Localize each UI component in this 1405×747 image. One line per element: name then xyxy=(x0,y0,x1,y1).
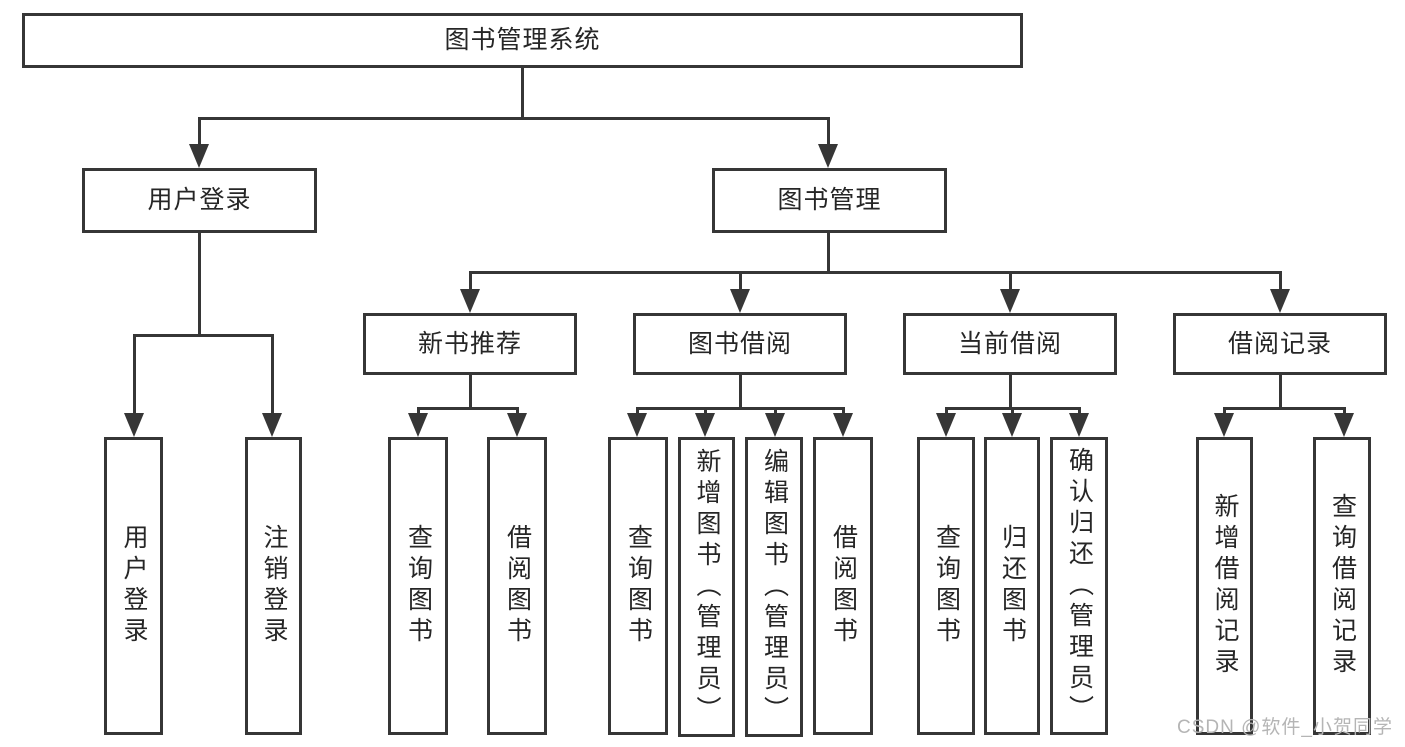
arrow-down-icon xyxy=(1270,289,1290,313)
arrow-down-icon xyxy=(507,413,527,437)
leaf-records-add-borrow-record-label: 新增借阅记录 xyxy=(1211,493,1239,679)
node-root: 图书管理系统 xyxy=(22,13,1023,68)
arrow-down-icon xyxy=(695,413,715,437)
connector-bar xyxy=(636,407,845,410)
node-root-label: 图书管理系统 xyxy=(444,26,601,54)
leaf-user-login: 用户登录 xyxy=(104,437,163,735)
connector-bar xyxy=(133,334,274,337)
arrow-down-icon xyxy=(936,413,956,437)
leaf-records-add-borrow-record: 新增借阅记录 xyxy=(1196,437,1253,735)
node-book-management-label: 图书管理 xyxy=(777,186,882,214)
arrow-down-icon xyxy=(262,413,282,437)
connector-stem xyxy=(1009,375,1012,408)
leaf-logout: 注销登录 xyxy=(245,437,302,735)
arrow-down-icon xyxy=(627,413,647,437)
node-new-book-recommend-label: 新书推荐 xyxy=(417,329,522,358)
connector-bar xyxy=(469,271,1282,274)
arrow-down-icon xyxy=(765,413,785,437)
leaf-borrow-edit-books-admin: 编辑图书（管理员） xyxy=(745,437,803,737)
arrow-down-icon xyxy=(460,289,480,313)
connector-bar xyxy=(417,407,519,410)
arrow-down-icon xyxy=(124,413,144,437)
connector-drop xyxy=(827,117,830,150)
leaf-current-confirm-return-admin-label: 确认归还（管理员） xyxy=(1065,446,1094,726)
leaf-current-confirm-return-admin: 确认归还（管理员） xyxy=(1050,437,1108,735)
arrow-down-icon xyxy=(818,144,838,168)
leaf-logout-label: 注销登录 xyxy=(260,524,288,648)
node-borrow-records-label: 借阅记录 xyxy=(1227,329,1332,358)
node-current-borrow-label: 当前借阅 xyxy=(957,329,1062,358)
connector-stem xyxy=(198,233,201,335)
leaf-borrow-query-books-label: 查询图书 xyxy=(624,524,653,648)
leaf-current-query-books-label: 查询图书 xyxy=(932,524,961,648)
connector-drop xyxy=(271,334,274,419)
arrow-down-icon xyxy=(1334,413,1354,437)
arrow-down-icon xyxy=(189,144,209,168)
node-current-borrow: 当前借阅 xyxy=(903,313,1117,375)
arrow-down-icon xyxy=(730,289,750,313)
leaf-borrow-borrow-books-label: 借阅图书 xyxy=(829,524,858,648)
connector-stem xyxy=(1279,375,1282,408)
node-user-login: 用户登录 xyxy=(82,168,317,233)
connector-drop xyxy=(133,334,136,419)
leaf-current-query-books: 查询图书 xyxy=(917,437,975,735)
leaf-newbook-query-books-label: 查询图书 xyxy=(404,524,433,648)
connector-bar xyxy=(1223,407,1346,410)
leaf-borrow-add-books-admin-label: 新增图书（管理员） xyxy=(693,447,721,727)
leaf-records-query-borrow-record-label: 查询借阅记录 xyxy=(1328,493,1357,679)
watermark: CSDN @软件_小贺同学 xyxy=(1177,717,1393,738)
connector-bar xyxy=(198,117,830,120)
connector-drop xyxy=(1279,271,1282,295)
connector-drop xyxy=(198,117,201,150)
node-user-login-label: 用户登录 xyxy=(147,186,252,214)
node-book-borrow: 图书借阅 xyxy=(633,313,847,375)
connector-stem xyxy=(739,375,742,408)
leaf-borrow-query-books: 查询图书 xyxy=(608,437,668,735)
connector-stem xyxy=(521,68,524,118)
leaf-newbook-borrow-books-label: 借阅图书 xyxy=(503,524,532,648)
leaf-newbook-borrow-books: 借阅图书 xyxy=(487,437,547,735)
arrow-down-icon xyxy=(408,413,428,437)
leaf-newbook-query-books: 查询图书 xyxy=(388,437,448,735)
node-borrow-records: 借阅记录 xyxy=(1173,313,1387,375)
leaf-records-query-borrow-record: 查询借阅记录 xyxy=(1313,437,1371,735)
arrow-down-icon xyxy=(1214,413,1234,437)
leaf-borrow-add-books-admin: 新增图书（管理员） xyxy=(678,437,735,737)
node-book-borrow-label: 图书借阅 xyxy=(687,329,792,358)
leaf-user-login-label: 用户登录 xyxy=(120,524,148,648)
leaf-current-return-books-label: 归还图书 xyxy=(998,524,1027,648)
connector-drop xyxy=(469,271,472,295)
arrow-down-icon xyxy=(1000,289,1020,313)
connector-stem xyxy=(469,375,472,408)
arrow-down-icon xyxy=(1002,413,1022,437)
arrow-down-icon xyxy=(833,413,853,437)
connector-stem xyxy=(827,233,830,272)
leaf-current-return-books: 归还图书 xyxy=(984,437,1040,735)
connector-drop xyxy=(1009,271,1012,295)
arrow-down-icon xyxy=(1069,413,1089,437)
leaf-borrow-borrow-books: 借阅图书 xyxy=(813,437,873,735)
connector-drop xyxy=(739,271,742,295)
node-new-book-recommend: 新书推荐 xyxy=(363,313,577,375)
node-book-management: 图书管理 xyxy=(712,168,947,233)
leaf-borrow-edit-books-admin-label: 编辑图书（管理员） xyxy=(760,447,789,727)
